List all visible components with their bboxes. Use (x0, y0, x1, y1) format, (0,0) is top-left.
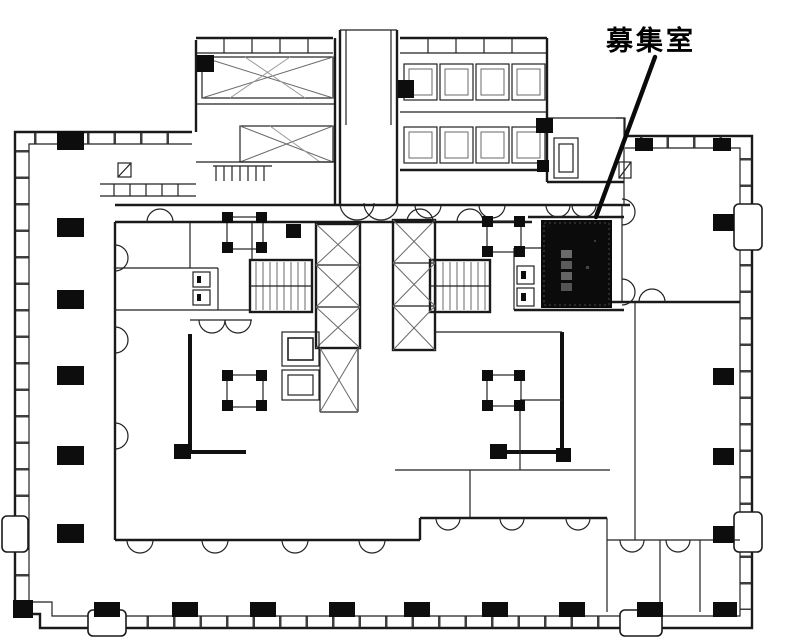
hatched-machine-room-upper (201, 56, 334, 99)
hatched-machine-room-lower (239, 125, 334, 163)
vacant-room-fill (541, 220, 612, 308)
staircase-east (428, 258, 492, 314)
thick-l-wall-east (504, 332, 564, 454)
door-swings (114, 198, 691, 554)
vacancy-annotation: 募集室 (593, 25, 696, 220)
vent-hatch-icon (117, 162, 132, 178)
column-cluster-southeast (486, 374, 522, 407)
braced-shaft-west (314, 222, 362, 350)
building-perimeter-walls (13, 117, 754, 630)
braced-shaft-east (391, 218, 437, 352)
vacant-room-faint-marks (561, 240, 596, 291)
column-cluster-northwest (226, 216, 264, 250)
duct-square-lower (281, 369, 320, 401)
center-shaft-tower (338, 29, 399, 205)
vacant-room-dotted-border (543, 222, 610, 306)
structural-columns (13, 55, 737, 618)
fixture-comb-row (213, 165, 272, 181)
column-cluster-northeast (486, 220, 522, 253)
column-cluster-southwest (226, 374, 264, 408)
leader-line (593, 54, 658, 220)
vacancy-label: 募集室 (605, 25, 696, 57)
staircase-west (248, 258, 314, 314)
duct-square-upper (281, 331, 320, 367)
elevator-bank (400, 36, 549, 182)
kitchenette-fixtures (192, 271, 211, 306)
corridor-walls (100, 183, 630, 224)
closet-fixtures (516, 265, 535, 307)
thick-l-wall-west (188, 334, 246, 454)
north-service-wing (117, 29, 632, 205)
highlighted-vacant-room (513, 215, 624, 312)
central-core-rooms (113, 205, 740, 612)
braced-panel-center (319, 347, 359, 413)
elevator-cars (403, 63, 546, 164)
